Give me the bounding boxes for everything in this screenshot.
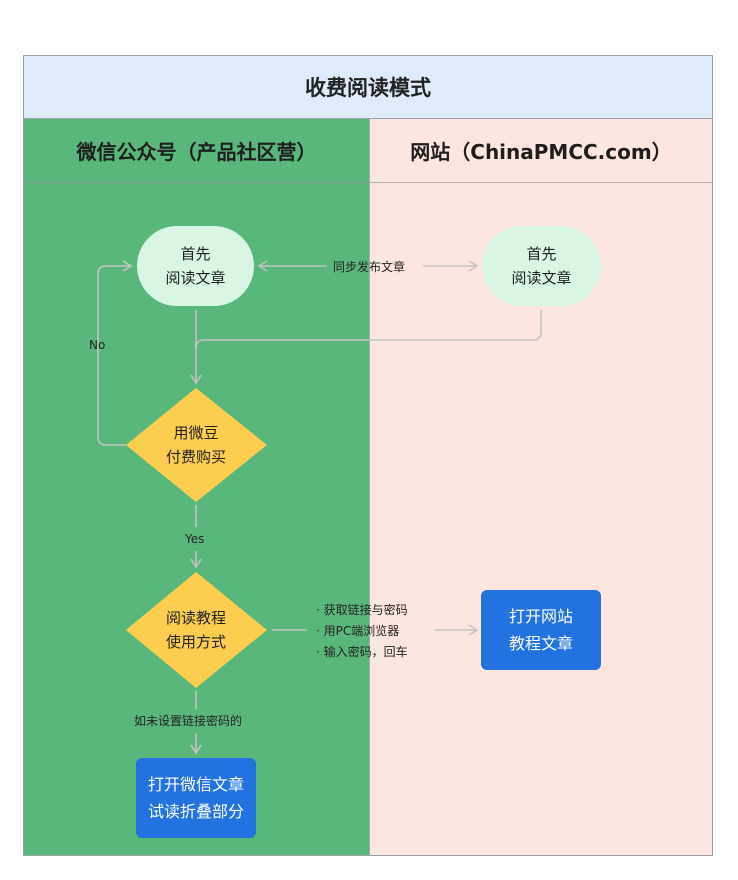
site-step: 获取链接与密码	[316, 600, 408, 621]
label-no-password: 如未设置链接密码的	[134, 714, 243, 728]
node-open-wechat-trial: 打开微信文章 试读折叠部分	[136, 758, 256, 838]
node-site-read-first: 首先 阅读文章	[482, 226, 601, 306]
label-no: No	[89, 338, 106, 352]
diamond-usage	[126, 572, 267, 688]
lane-header-wechat: 微信公众号（产品社区营）	[24, 119, 369, 183]
label-pay-decision: 用微豆 付费购买	[165, 424, 226, 466]
site-step: 用PC端浏览器	[316, 621, 408, 642]
label-usage-decision: 阅读教程 使用方式	[165, 609, 226, 651]
site-step: 输入密码，回车	[316, 642, 408, 663]
node-open-site-article: 打开网站 教程文章	[481, 590, 601, 670]
label-sync-publish: 同步发布文章	[333, 260, 406, 274]
site-steps-list: 获取链接与密码 用PC端浏览器 输入密码，回车	[316, 600, 408, 663]
diagram-title: 收费阅读模式	[23, 55, 713, 119]
diamond-pay	[126, 388, 267, 502]
node-wechat-read-first: 首先 阅读文章	[137, 226, 254, 306]
edge-no-loop	[97, 260, 133, 446]
lane-header-website: 网站（ChinaPMCC.com）	[370, 119, 712, 183]
edge-right-pill-merge	[195, 310, 542, 349]
label-yes: Yes	[185, 532, 205, 546]
